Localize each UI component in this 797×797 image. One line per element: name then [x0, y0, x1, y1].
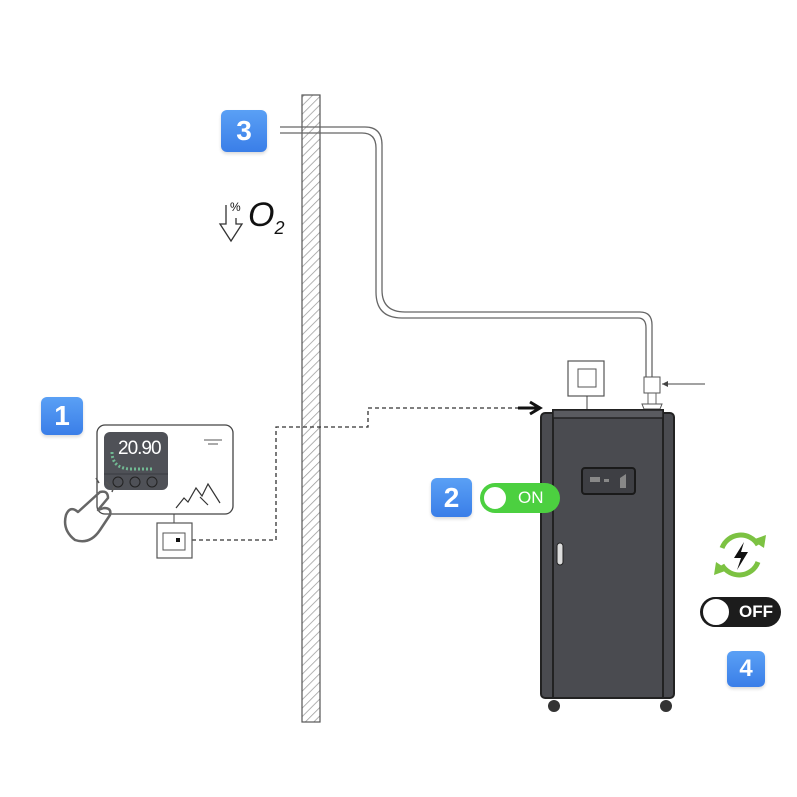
step-badge-1: 1 — [41, 397, 83, 435]
pipe — [280, 126, 653, 377]
thermostat-reading: 20.90 — [118, 438, 162, 459]
oxygen-label: % O2 — [230, 196, 285, 238]
step-badge-3: 3 — [221, 110, 267, 152]
recycle-energy-icon — [714, 532, 766, 578]
door-handle — [556, 542, 564, 566]
down-arrow-icon — [218, 205, 244, 243]
toggle-on[interactable]: ON — [480, 483, 560, 513]
toggle-knob — [701, 597, 731, 627]
toggle-off[interactable]: OFF — [700, 597, 781, 627]
thermostat[interactable] — [96, 424, 234, 515]
toggle-knob — [482, 485, 508, 511]
percent-symbol: % — [230, 200, 241, 214]
step-badge-2: 2 — [431, 478, 472, 517]
pipe-fitting — [643, 376, 661, 394]
cabinet — [540, 409, 675, 712]
wall — [301, 94, 321, 723]
hand-pointer-icon — [63, 477, 115, 543]
step-badge-4: 4 — [727, 651, 765, 687]
signal-line — [192, 407, 538, 541]
